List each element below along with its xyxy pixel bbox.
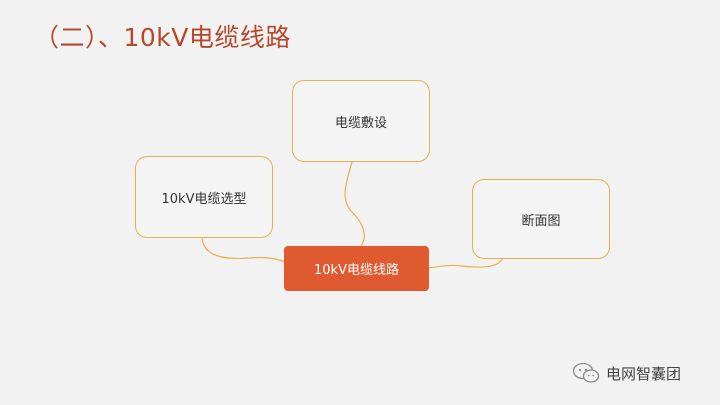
node-label: 电缆敷设 (334, 115, 387, 131)
mindmap-node-cross-section[interactable]: 断面图 (472, 179, 610, 259)
watermark: 电网智囊团 (572, 362, 681, 384)
mindmap-node-cable-selection[interactable]: 10kV电缆选型 (135, 156, 273, 238)
mindmap-root-node[interactable]: 10kV电缆线路 (284, 246, 429, 291)
node-label: 断面图 (521, 213, 561, 229)
connector-laying (344, 161, 365, 251)
mindmap-node-cable-laying[interactable]: 电缆敷设 (292, 80, 430, 162)
connector-section (423, 258, 503, 269)
root-label: 10kV电缆线路 (314, 263, 399, 278)
connector-selection (201, 237, 297, 267)
node-label: 10kV电缆选型 (161, 191, 247, 207)
watermark-text: 电网智囊团 (606, 364, 682, 383)
slide-title: （二）、10kV电缆线路 (34, 23, 291, 52)
wechat-icon (572, 362, 600, 383)
